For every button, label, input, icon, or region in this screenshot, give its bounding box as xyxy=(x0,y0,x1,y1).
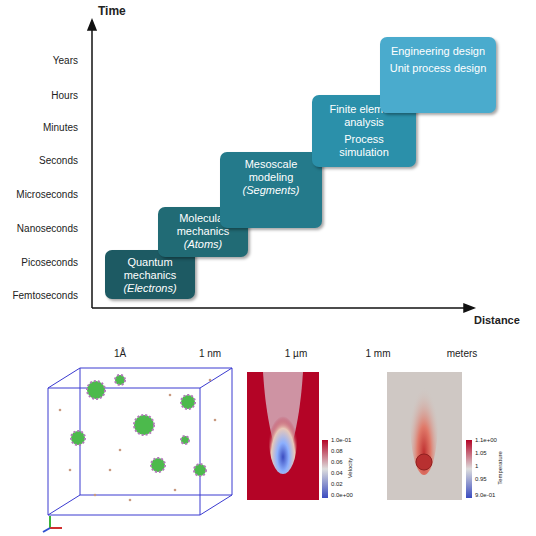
scale-box: Quantum mechanics(Electrons) xyxy=(105,250,195,299)
colorbar-label: Velocity xyxy=(347,458,353,479)
box-text: Mesoscale modeling xyxy=(226,158,316,184)
axis-label: Seconds xyxy=(39,155,78,166)
axis-label: 1 mm xyxy=(366,348,391,359)
colorbar-label: 0.04 xyxy=(331,470,343,476)
colorbar-label: 0.95 xyxy=(475,476,487,482)
colorbar-label: 0.0e+00 xyxy=(331,492,353,498)
scale-box: Mesoscale modeling(Segments) xyxy=(220,152,322,228)
axis-label: Nanoseconds xyxy=(17,223,78,234)
axis-label: 1 nm xyxy=(199,348,221,359)
colorbar-label: 1.1e+00 xyxy=(475,437,497,443)
box-text: Process simulation xyxy=(318,133,410,159)
colorbar-label: 0.06 xyxy=(331,459,343,465)
box-text: (Segments) xyxy=(226,184,316,197)
axis-label: Distance xyxy=(474,314,520,326)
colorbar-label: 1.05 xyxy=(475,450,487,456)
colorbar-label: 1 xyxy=(475,463,478,469)
axis-label: Femtoseconds xyxy=(12,290,78,301)
box-text: (Electrons) xyxy=(111,282,189,295)
axis-label: Time xyxy=(98,4,126,18)
colorbar-label: Temperature xyxy=(497,451,503,485)
axis-label: Picoseconds xyxy=(21,257,78,268)
axis-label: Years xyxy=(53,55,78,66)
box-text: (Atoms) xyxy=(164,238,242,251)
velocity-field xyxy=(247,372,328,500)
colorbar-label: 1.0e-01 xyxy=(331,437,351,443)
axis-label: Microseconds xyxy=(16,189,78,200)
axis-label: 1Å xyxy=(114,348,126,359)
axis-label: Minutes xyxy=(43,122,78,133)
cube-simulation xyxy=(43,368,232,532)
scale-box: Engineering designUnit process design xyxy=(380,37,496,113)
axis-label: 1 µm xyxy=(285,348,307,359)
temperature-field xyxy=(387,365,472,500)
axis-label: meters xyxy=(447,348,478,359)
box-text: Engineering design xyxy=(386,45,490,58)
axis-label: Hours xyxy=(51,90,78,101)
colorbar-label: 9.0e-01 xyxy=(475,492,495,498)
box-text: Quantum mechanics xyxy=(111,256,189,282)
colorbar-label: 0.02 xyxy=(331,481,343,487)
box-text: Unit process design xyxy=(386,62,490,75)
colorbar-label: 0.08 xyxy=(331,448,343,454)
